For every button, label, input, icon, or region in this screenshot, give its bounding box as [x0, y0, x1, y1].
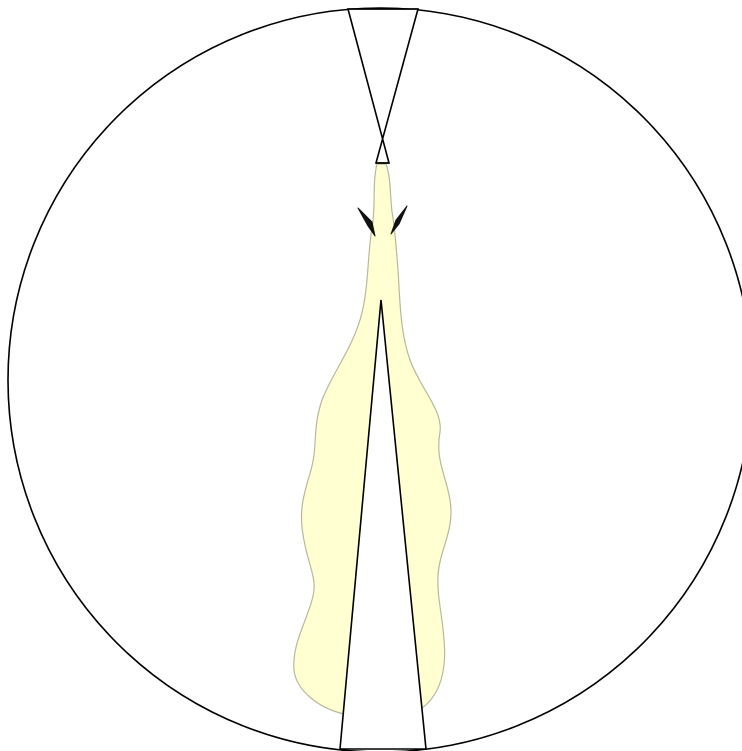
upper-hourglass-cone: [348, 9, 418, 163]
left-spark-mark: [358, 208, 375, 236]
